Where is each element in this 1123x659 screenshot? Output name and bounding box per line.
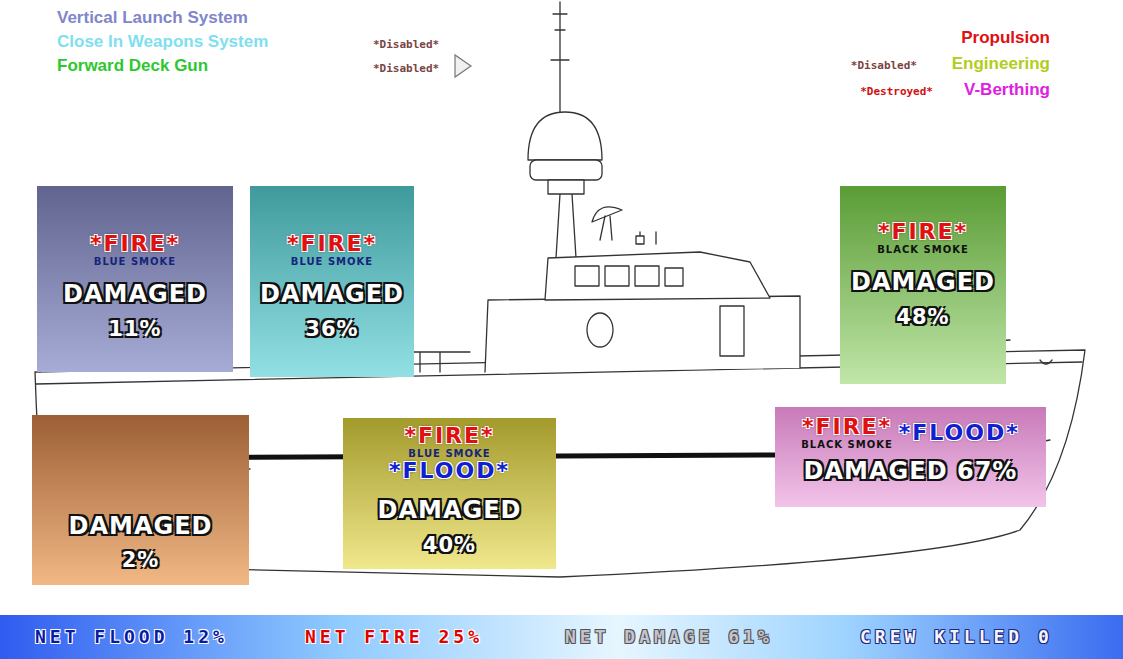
damage-percent: 2% bbox=[122, 549, 160, 572]
legend-text: Close In Weapons System bbox=[57, 32, 268, 51]
damage-percent: 40% bbox=[423, 534, 476, 557]
legend-text: V-Berthing bbox=[964, 80, 1050, 99]
fire-status: *FIRE* bbox=[287, 232, 377, 256]
legend-text: Vertical Launch System bbox=[57, 8, 248, 27]
flood-status: *FLOOD* bbox=[389, 459, 510, 483]
damage-status: DAMAGED 67% bbox=[804, 458, 1018, 484]
damage-status: DAMAGED bbox=[378, 497, 522, 523]
fire-status: *FIRE* bbox=[802, 415, 892, 439]
legend-text: Propulsion bbox=[961, 28, 1050, 47]
smoke-note: BLACK SMOKE bbox=[801, 439, 893, 450]
compartment-box: *FIRE*BLUE SMOKE DAMAGED 11% bbox=[37, 186, 233, 372]
legend-text: Engineering bbox=[952, 54, 1050, 73]
compartment-box: DAMAGED 2% bbox=[32, 415, 249, 585]
stat-readout: CREW KILLED 0 bbox=[860, 626, 1053, 647]
legend-text: Forward Deck Gun bbox=[57, 56, 208, 75]
damage-status: DAMAGED bbox=[63, 281, 207, 307]
damage-status: DAMAGED bbox=[851, 269, 995, 295]
status-tag: *Destroyed* bbox=[860, 85, 933, 98]
smoke-note: BLUE SMOKE bbox=[408, 448, 490, 459]
stat-readout: NET FLOOD 12% bbox=[35, 626, 228, 647]
legend-entry: Vertical Launch System bbox=[57, 8, 248, 28]
legend-entry: Propulsion bbox=[961, 28, 1050, 48]
stat-readout: NET DAMAGE 61% bbox=[565, 626, 773, 647]
status-tag: *Disabled* bbox=[373, 62, 439, 75]
compartment-box: *FIRE*BLUE SMOKE*FLOOD* DAMAGED 40% bbox=[343, 418, 556, 569]
legend-entry: Engineering bbox=[952, 54, 1050, 74]
smoke-note: BLACK SMOKE bbox=[877, 244, 969, 255]
smoke-note: BLUE SMOKE bbox=[291, 256, 373, 267]
status-tag: *Disabled* bbox=[851, 59, 917, 72]
damage-percent: 48% bbox=[896, 306, 949, 329]
damage-percent: 11% bbox=[108, 318, 161, 341]
damage-status: DAMAGED bbox=[69, 513, 213, 539]
legend-entry: Forward Deck Gun bbox=[57, 56, 208, 76]
damage-status: DAMAGED bbox=[260, 281, 404, 307]
smoke-note: BLUE SMOKE bbox=[94, 256, 176, 267]
legend-entry: Close In Weapons System bbox=[57, 32, 268, 52]
damage-percent: 36% bbox=[305, 318, 358, 341]
compartment-box: *FIRE*BLUE SMOKE DAMAGED 36% bbox=[250, 186, 414, 377]
compartment-box: *FIRE*BLACK SMOKE *FLOOD* DAMAGED 67% bbox=[775, 407, 1046, 507]
fire-status: *FIRE* bbox=[404, 424, 494, 448]
legend-entry: V-Berthing bbox=[964, 80, 1050, 100]
flood-status: *FLOOD* bbox=[899, 421, 1020, 445]
status-tag: *Disabled* bbox=[373, 38, 439, 51]
stat-readout: NET FIRE 25% bbox=[305, 626, 483, 647]
fire-status: *FIRE* bbox=[90, 232, 180, 256]
compartment-box: *FIRE*BLACK SMOKE DAMAGED 48% bbox=[840, 186, 1006, 384]
fire-status: *FIRE* bbox=[878, 220, 968, 244]
